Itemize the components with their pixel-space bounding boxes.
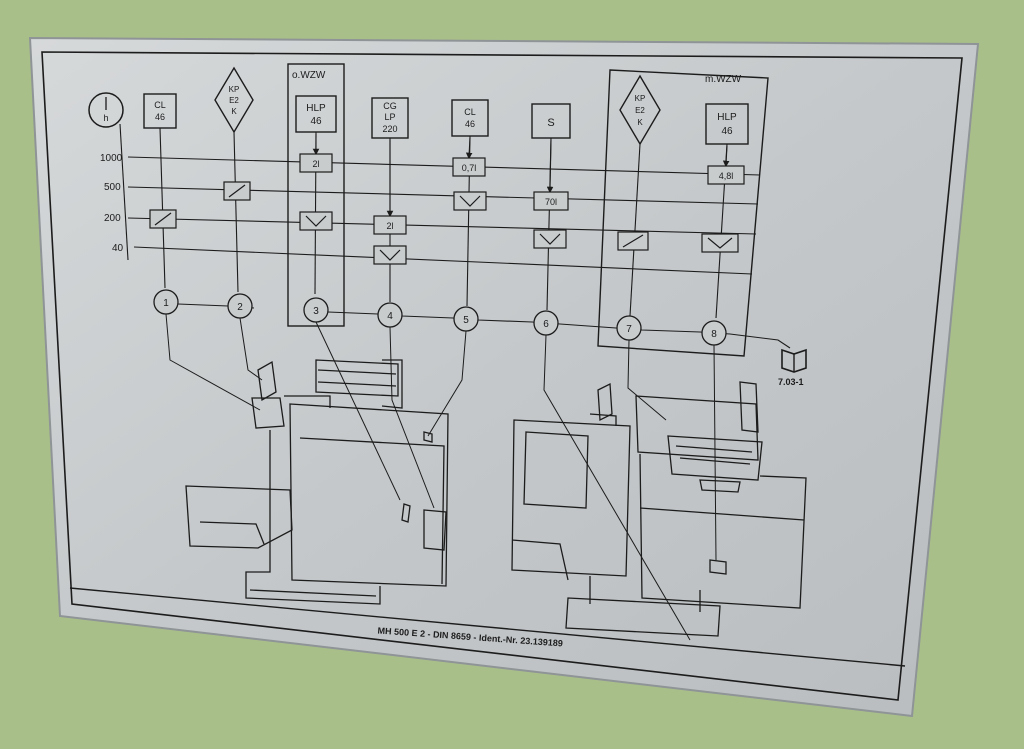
svg-text:46: 46 [155,112,165,122]
lubrication-point-6: 6 [533,310,559,336]
quantity-box-2l-b: 2l [373,215,407,235]
interval-symbols [149,181,739,265]
svg-text:S: S [547,117,554,129]
quantity-box-4-8l: 4,8l [707,165,745,185]
svg-text:HLP: HLP [306,103,326,114]
interval-1000: 1000 [100,153,123,164]
svg-text:E2: E2 [229,96,239,105]
lubrication-point-3: 3 [303,297,329,323]
interval-40: 40 [112,243,124,254]
lubrication-point-5: 5 [453,306,479,332]
svg-text:0,7l: 0,7l [462,163,477,173]
svg-text:h: h [103,113,108,123]
svg-text:6: 6 [543,319,549,330]
svg-text:46: 46 [721,126,733,137]
svg-text:CL: CL [464,107,476,117]
svg-text:3: 3 [313,306,319,317]
leader-lines [165,313,717,641]
svg-text:K: K [637,118,643,127]
lubrication-point-2: 2 [227,293,253,319]
quantity-box-0-7l: 0,7l [452,157,486,177]
svg-text:7: 7 [626,324,632,335]
svg-text:CL: CL [154,100,166,110]
svg-text:2l: 2l [312,159,319,169]
group-box-right [597,69,769,357]
flow-arrows [312,134,730,218]
plate-border [41,51,963,701]
svg-text:70l: 70l [545,197,557,207]
svg-text:HLP: HLP [717,112,737,123]
svg-text:K: K [231,107,237,116]
svg-text:4,8l: 4,8l [719,171,734,181]
svg-text:2: 2 [237,302,243,313]
metal-plate [28,36,980,718]
interval-500: 500 [104,182,121,193]
svg-text:220: 220 [382,124,397,134]
svg-text:KP: KP [635,94,646,103]
lubrication-point-7: 7 [616,315,642,341]
svg-text:2l: 2l [386,221,393,231]
svg-text:8: 8 [711,329,717,340]
svg-text:CG: CG [383,101,397,111]
svg-text:E2: E2 [635,106,645,115]
svg-text:LP: LP [384,112,395,122]
book-reference: 7.03-1 [778,377,804,387]
svg-text:KP: KP [229,85,240,94]
interval-200: 200 [104,213,121,224]
group-left-label: o.WZW [292,70,326,81]
machine-left-drawing [185,359,449,605]
quantity-box-2l-a: 2l [299,153,333,173]
book-icon [781,348,807,373]
svg-text:1: 1 [163,298,169,309]
svg-text:46: 46 [465,119,475,129]
lubrication-point-8: 8 [701,320,727,346]
machine-right-drawing [511,381,807,637]
svg-text:4: 4 [387,311,393,322]
quantity-box-70l: 70l [533,191,569,211]
footer-divider [69,587,906,667]
group-right-label: m.WZW [705,74,742,85]
clock-icon: h [88,92,124,128]
svg-text:5: 5 [463,315,469,326]
svg-text:46: 46 [310,116,322,127]
lubrication-point-1: 1 [153,289,179,315]
group-box-left [287,63,345,327]
lubrication-point-4: 4 [377,302,403,328]
